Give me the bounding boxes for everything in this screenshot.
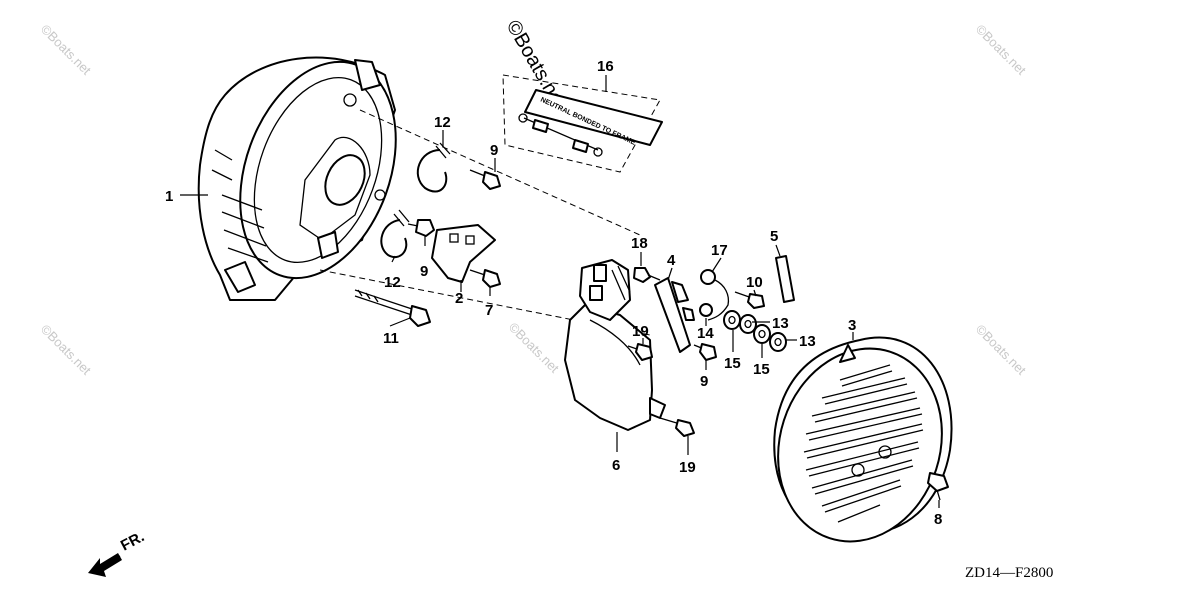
callout-11: 11 bbox=[383, 330, 399, 347]
callout-5: 5 bbox=[770, 228, 778, 245]
callout-10: 10 bbox=[746, 274, 763, 291]
neutral-bond-decal: NEUTRAL BONDED TO FRAME bbox=[502, 74, 663, 173]
callout-4: 4 bbox=[667, 252, 676, 269]
callout-2: 2 bbox=[455, 290, 463, 307]
watermark-mid-right: ©Boats.net bbox=[973, 322, 1029, 378]
wire-clip-upper bbox=[416, 142, 451, 193]
callout-15-left: 15 bbox=[724, 355, 741, 372]
bolt-lower bbox=[693, 343, 717, 361]
callout-12-upper: 12 bbox=[434, 114, 451, 131]
callout-13-upper: 13 bbox=[772, 315, 789, 332]
front-label: FR. bbox=[118, 528, 147, 554]
watermark-top-left: ©Boats.net bbox=[38, 22, 94, 78]
watermark-mid-left: ©Boats.net bbox=[38, 322, 94, 378]
callout-9-upper: 9 bbox=[490, 142, 498, 159]
callout-12-lower: 12 bbox=[384, 274, 401, 291]
terminal-bracket bbox=[431, 224, 496, 283]
control-box-cover bbox=[564, 259, 666, 431]
wire-lead bbox=[699, 269, 730, 321]
bolt-8 bbox=[927, 472, 949, 501]
watermark-layer: ©Boats.net ©Boats.net ©Boats.net ©Boats.… bbox=[38, 17, 1029, 379]
leader-lines bbox=[180, 75, 940, 508]
bolt-left bbox=[407, 219, 435, 237]
long-bolt bbox=[354, 289, 431, 327]
bolt-upper bbox=[469, 169, 501, 190]
watermark-top-right: ©Boats.net bbox=[973, 22, 1029, 78]
callout-9-lower: 9 bbox=[700, 373, 708, 390]
callout-8: 8 bbox=[934, 511, 942, 528]
fan-cover-housing bbox=[197, 56, 397, 301]
callout-13-lower: 13 bbox=[799, 333, 816, 350]
bolt-7 bbox=[469, 269, 501, 288]
front-direction-indicator: FR. bbox=[88, 528, 147, 577]
callout-15-right: 15 bbox=[753, 361, 770, 378]
callout-19-upper: 19 bbox=[632, 323, 649, 340]
callout-7: 7 bbox=[485, 302, 493, 319]
callout-16: 16 bbox=[597, 58, 614, 75]
bolt-19-lower bbox=[659, 417, 695, 437]
callout-14: 14 bbox=[697, 325, 714, 342]
washer-nut-set-upper bbox=[723, 310, 757, 334]
callout-19-lower: 19 bbox=[679, 459, 696, 476]
bolt-18 bbox=[633, 267, 661, 283]
bolt-19-upper bbox=[627, 343, 653, 361]
bolt-10 bbox=[734, 291, 765, 309]
diagram-code: ZD14—F2800 bbox=[965, 565, 1053, 581]
callout-6: 6 bbox=[612, 457, 620, 474]
callout-17: 17 bbox=[711, 242, 728, 259]
grille-cover bbox=[773, 336, 953, 543]
wire-clip-lower bbox=[380, 209, 410, 258]
ground-plate bbox=[654, 277, 695, 353]
washer-nut-set-lower bbox=[753, 324, 787, 352]
watermark-mid-center: ©Boats.net bbox=[506, 320, 562, 376]
callout-3: 3 bbox=[848, 317, 856, 334]
callout-9-left: 9 bbox=[420, 263, 428, 280]
grille-slots bbox=[803, 364, 924, 523]
callout-1: 1 bbox=[165, 188, 173, 205]
protective-tube bbox=[775, 255, 795, 303]
callout-18: 18 bbox=[631, 235, 648, 252]
callout-labels: 1 12 9 12 9 2 7 11 16 18 4 17 5 10 14 13… bbox=[165, 58, 942, 528]
alignment-line bbox=[359, 109, 641, 236]
